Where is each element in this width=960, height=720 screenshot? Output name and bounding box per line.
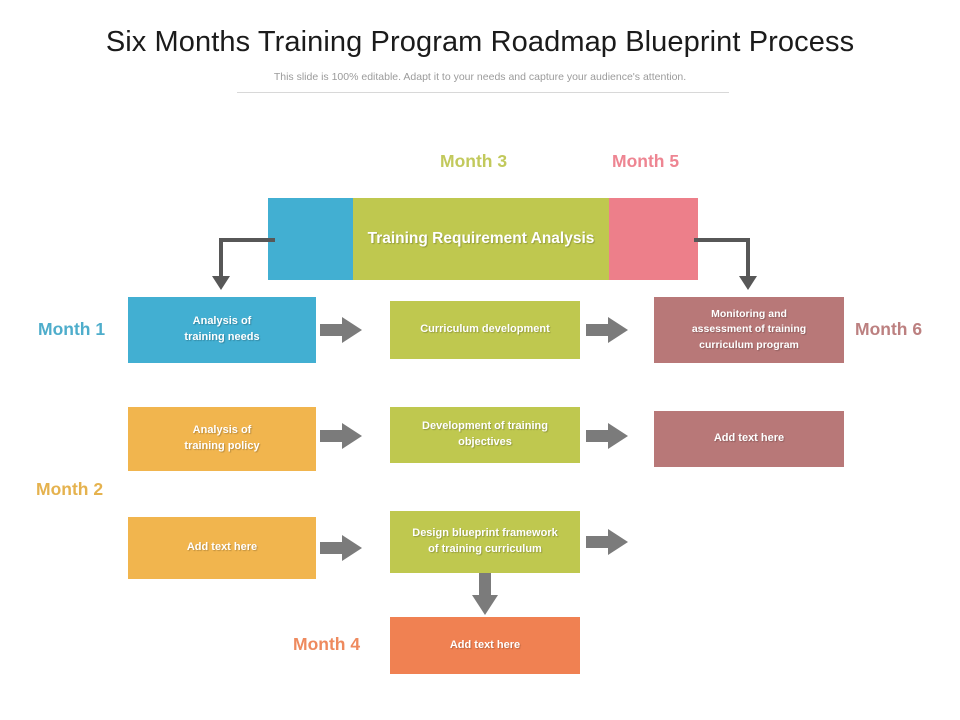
process-box-row2-add-text-here[interactable]: Add text here <box>654 411 844 467</box>
month-label-month-3: Month 3 <box>440 151 508 171</box>
arrow-right-icon <box>320 317 362 343</box>
connector-arrowhead-icon <box>739 276 757 290</box>
band-title: Training Requirement Analysis <box>367 229 595 247</box>
process-box-label: Add text here <box>713 432 785 445</box>
process-box-label: Curriculum development <box>420 323 550 336</box>
month-label-month-5: Month 5 <box>612 151 680 171</box>
connector-arrowhead-icon <box>212 276 230 290</box>
band-segment-pink[interactable] <box>609 198 698 280</box>
connector-vertical-segment <box>746 238 750 278</box>
process-box-curriculum-development[interactable]: Curriculum development <box>390 301 580 359</box>
header-divider <box>237 92 729 93</box>
arrow-right-icon <box>320 535 362 561</box>
arrow-right-icon <box>586 529 628 555</box>
arrow-down-icon <box>472 573 498 615</box>
month-label-month-1: Month 1 <box>38 319 106 339</box>
month-label-month-6: Month 6 <box>855 319 923 339</box>
page-title: Six Months Training Program Roadmap Blue… <box>105 26 855 58</box>
process-box-label: Add text here <box>449 638 521 651</box>
connector-horizontal-segment <box>694 238 750 242</box>
month-label-month-2: Month 2 <box>36 479 104 499</box>
connector-vertical-segment <box>219 238 223 278</box>
process-box-row4-add-text-here[interactable]: Add text here <box>390 617 580 674</box>
arrow-right-icon <box>320 423 362 449</box>
process-box-label: Add text here <box>186 541 258 554</box>
arrow-right-icon <box>586 423 628 449</box>
page-subtitle: This slide is 100% editable. Adapt it to… <box>273 71 687 83</box>
band-segment-olive[interactable]: Training Requirement Analysis <box>353 198 609 280</box>
connector-horizontal-segment <box>219 238 275 242</box>
band-segment-blue[interactable] <box>268 198 353 280</box>
process-box-row3-add-text-here[interactable]: Add text here <box>128 517 316 579</box>
connector-band-to-month6 <box>694 238 757 298</box>
month-label-month-4: Month 4 <box>293 634 361 654</box>
connector-band-to-month1 <box>212 238 275 298</box>
arrow-right-icon <box>586 317 628 343</box>
